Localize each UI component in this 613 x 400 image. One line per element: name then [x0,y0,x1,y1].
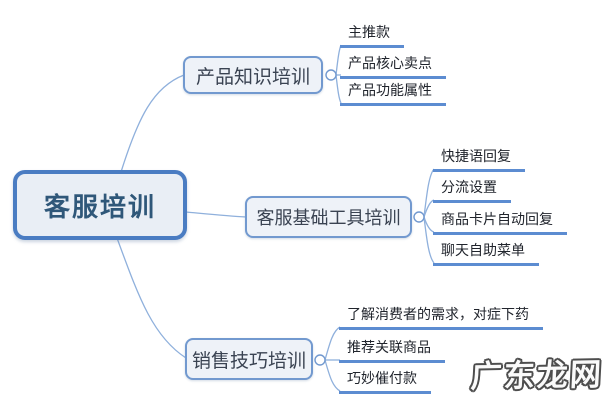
child-node[interactable]: 了解消费者的需求，对症下药 [339,306,543,330]
child-node[interactable]: 分流设置 [433,179,511,203]
watermark-text: 广东龙网 [469,356,604,396]
connector-root-to-branch3 [116,237,187,359]
child-node[interactable]: 主推款 [340,24,404,48]
connector-branch2-child4 [423,216,435,264]
branch-node-sales-skills[interactable]: 销售技巧培训 [185,338,313,380]
root-node[interactable]: 客服培训 [13,170,187,240]
child-node[interactable]: 推荐关联商品 [339,339,445,363]
child-node[interactable]: 聊天自助菜单 [433,242,539,266]
child-node[interactable]: 商品卡片自动回复 [433,211,567,235]
branch-node-service-tools[interactable]: 客服基础工具培训 [245,196,412,238]
root-node-label: 客服培训 [43,192,156,223]
connector-branch3-child3 [324,359,341,392]
connector-root-to-branch1 [120,74,185,173]
branch-node-product-knowledge[interactable]: 产品知识培训 [183,56,323,94]
connector-root-to-branch2 [185,211,247,218]
collapse-toggle-branch1[interactable] [325,69,337,81]
collapse-toggle-branch3[interactable] [314,354,326,366]
child-node[interactable]: 快捷语回复 [433,148,525,172]
collapse-toggle-branch2[interactable] [413,211,425,223]
connector-branch3-child1 [324,326,341,361]
child-node[interactable]: 产品功能属性 [340,82,446,106]
branch-node-label: 销售技巧培训 [191,349,306,372]
branch-node-label: 产品知识培训 [195,65,310,88]
branch-node-label: 客服基础工具培训 [256,208,401,229]
connector-branch1-child3 [335,74,342,104]
child-node[interactable]: 产品核心卖点 [340,55,446,79]
connector-branch2-child1 [423,168,435,218]
child-node[interactable]: 巧妙催付款 [339,370,431,394]
